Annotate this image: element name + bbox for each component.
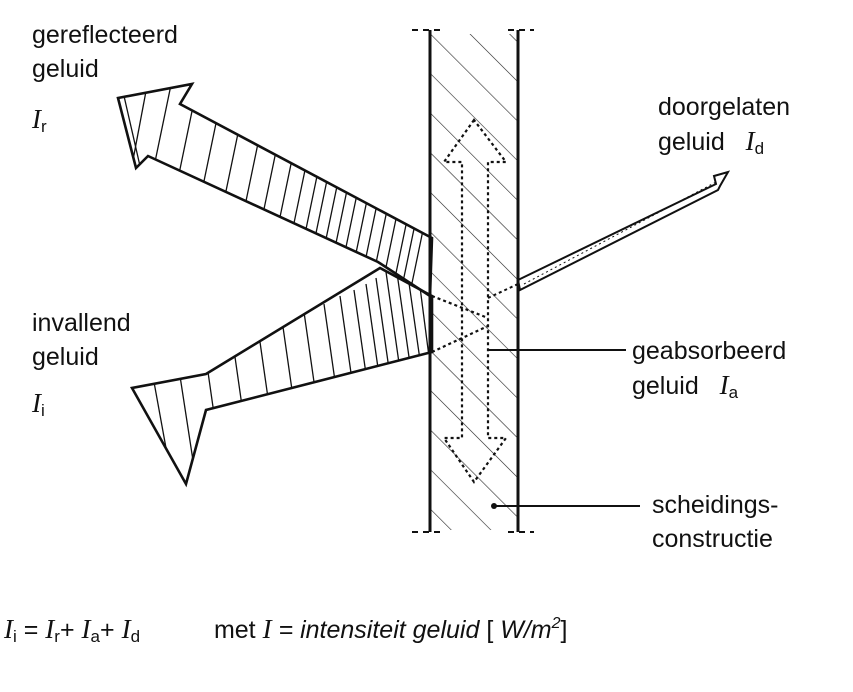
partition-line2: constructie [652, 525, 773, 553]
absorbed-sound-arrow [431, 118, 509, 484]
reflected-line2: geluid [32, 55, 99, 83]
formula-definition: = intensiteit geluid [278, 616, 480, 644]
absorbed-line2: geluid Ia [632, 370, 739, 402]
partition-label: scheidings- constructie [652, 488, 778, 556]
incident-line1: invallend [32, 309, 131, 337]
transmitted-sound-arrow [487, 170, 731, 299]
incident-symbol: Ii [32, 388, 45, 420]
incident-line2: geluid [32, 343, 99, 371]
intensity-formula: Ii = Ir+ Ia+ Id met I = intensiteit gelu… [4, 614, 568, 646]
transmitted-line2: geluid Id [658, 126, 765, 158]
incident-sound-label: invallend geluid Ii [32, 306, 131, 428]
partition-line1: scheidings- [652, 491, 779, 519]
absorbed-line1: geabsorbeerd [632, 337, 787, 365]
absorbed-sound-label: geabsorbeerd geluid Ia [632, 334, 786, 410]
incident-sound-arrow [129, 266, 434, 488]
reflected-sound-label: gereflecteerd geluid Ir [32, 18, 178, 144]
formula-met: met [213, 616, 256, 644]
wall-leader-dot [491, 503, 497, 509]
formula-unit: W/m2 [500, 615, 561, 644]
reflected-symbol: Ir [32, 104, 47, 136]
transmitted-line1: doorgelaten [658, 93, 791, 121]
reflected-line1: gereflecteerd [32, 21, 178, 49]
transmitted-sound-label: doorgelaten geluid Id [658, 90, 790, 166]
